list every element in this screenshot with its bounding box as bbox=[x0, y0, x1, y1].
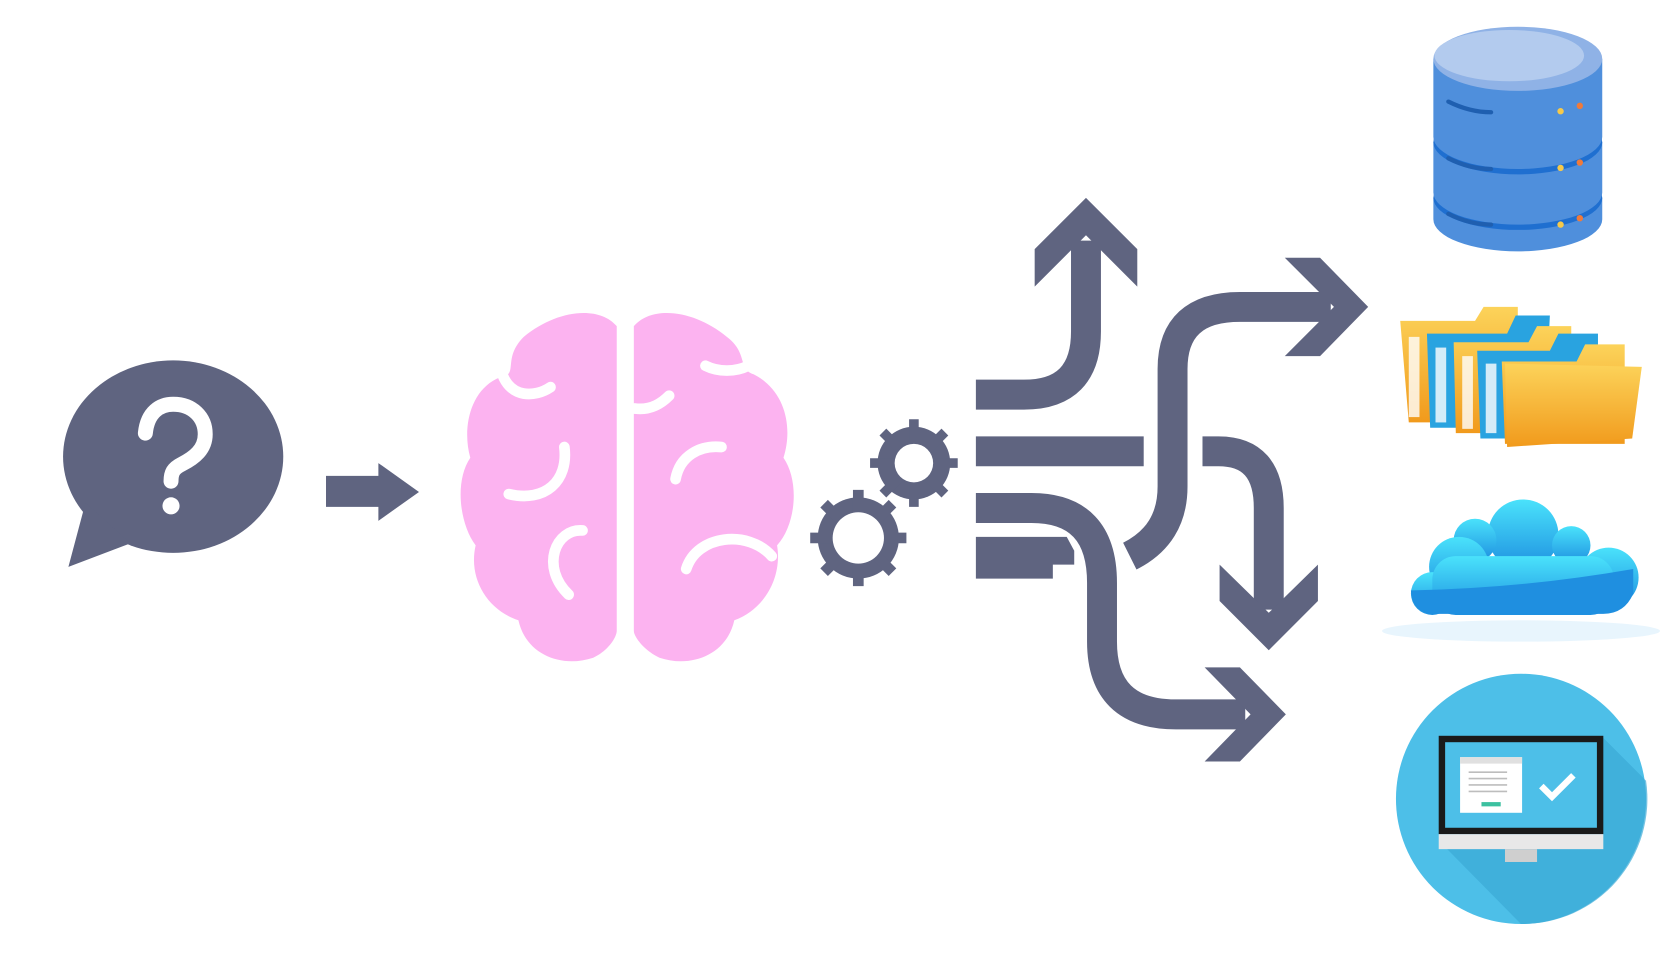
question-bubble-icon bbox=[63, 360, 284, 567]
arrow-up-right-path bbox=[1122, 291, 1331, 570]
cloud-icon bbox=[1382, 499, 1660, 642]
branching-arrows-icon bbox=[975, 197, 1369, 762]
arrow-right-icon bbox=[326, 463, 419, 521]
database-icon bbox=[1433, 26, 1603, 252]
gears-icon bbox=[810, 419, 958, 587]
arrow-down-right-path bbox=[975, 493, 1246, 730]
arrow-up-path bbox=[975, 240, 1101, 410]
arrow-down-path bbox=[1202, 436, 1284, 610]
brain-icon bbox=[460, 312, 794, 662]
folders-icon bbox=[1400, 306, 1642, 448]
monitor-check-icon bbox=[1395, 673, 1648, 925]
